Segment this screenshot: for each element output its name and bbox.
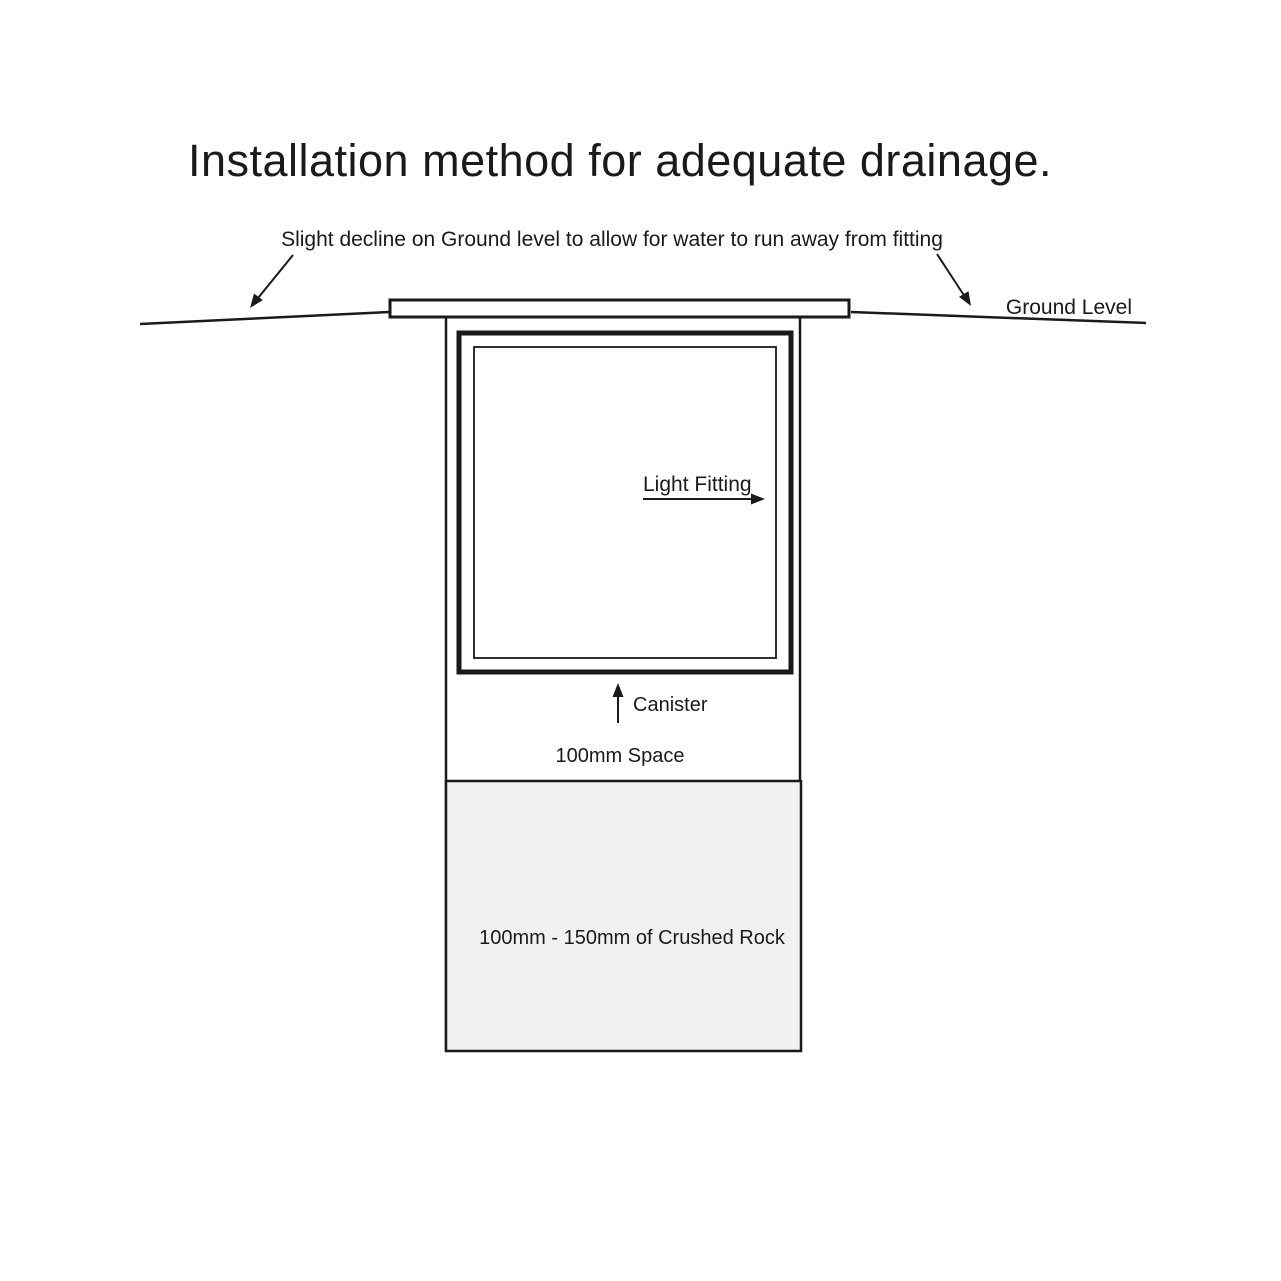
decline-arrow-right-icon: [936, 253, 971, 306]
light-fitting-label: Light Fitting: [643, 473, 752, 496]
space-label: 100mm Space: [556, 745, 685, 767]
fitting-flange: [388, 298, 851, 319]
ground-line-right: [850, 310, 1147, 325]
page-title: Installation method for adequate drainag…: [188, 135, 1052, 186]
decline-arrow-left-icon: [250, 254, 294, 308]
canister-label: Canister: [633, 694, 708, 716]
decline-note-label: Slight decline on Ground level to allow …: [281, 228, 943, 251]
crushed-rock-label: 100mm - 150mm of Crushed Rock: [479, 927, 786, 949]
ground-level-label: Ground Level: [1006, 296, 1132, 319]
ground-line-left: [139, 310, 390, 326]
canister-outer-wall: [456, 330, 794, 675]
light-fitting-arrow-icon: [643, 493, 765, 505]
canister-arrow-icon: [612, 683, 624, 723]
crushed-rock-area: [444, 779, 803, 1053]
canister-inner-wall: [473, 346, 777, 659]
